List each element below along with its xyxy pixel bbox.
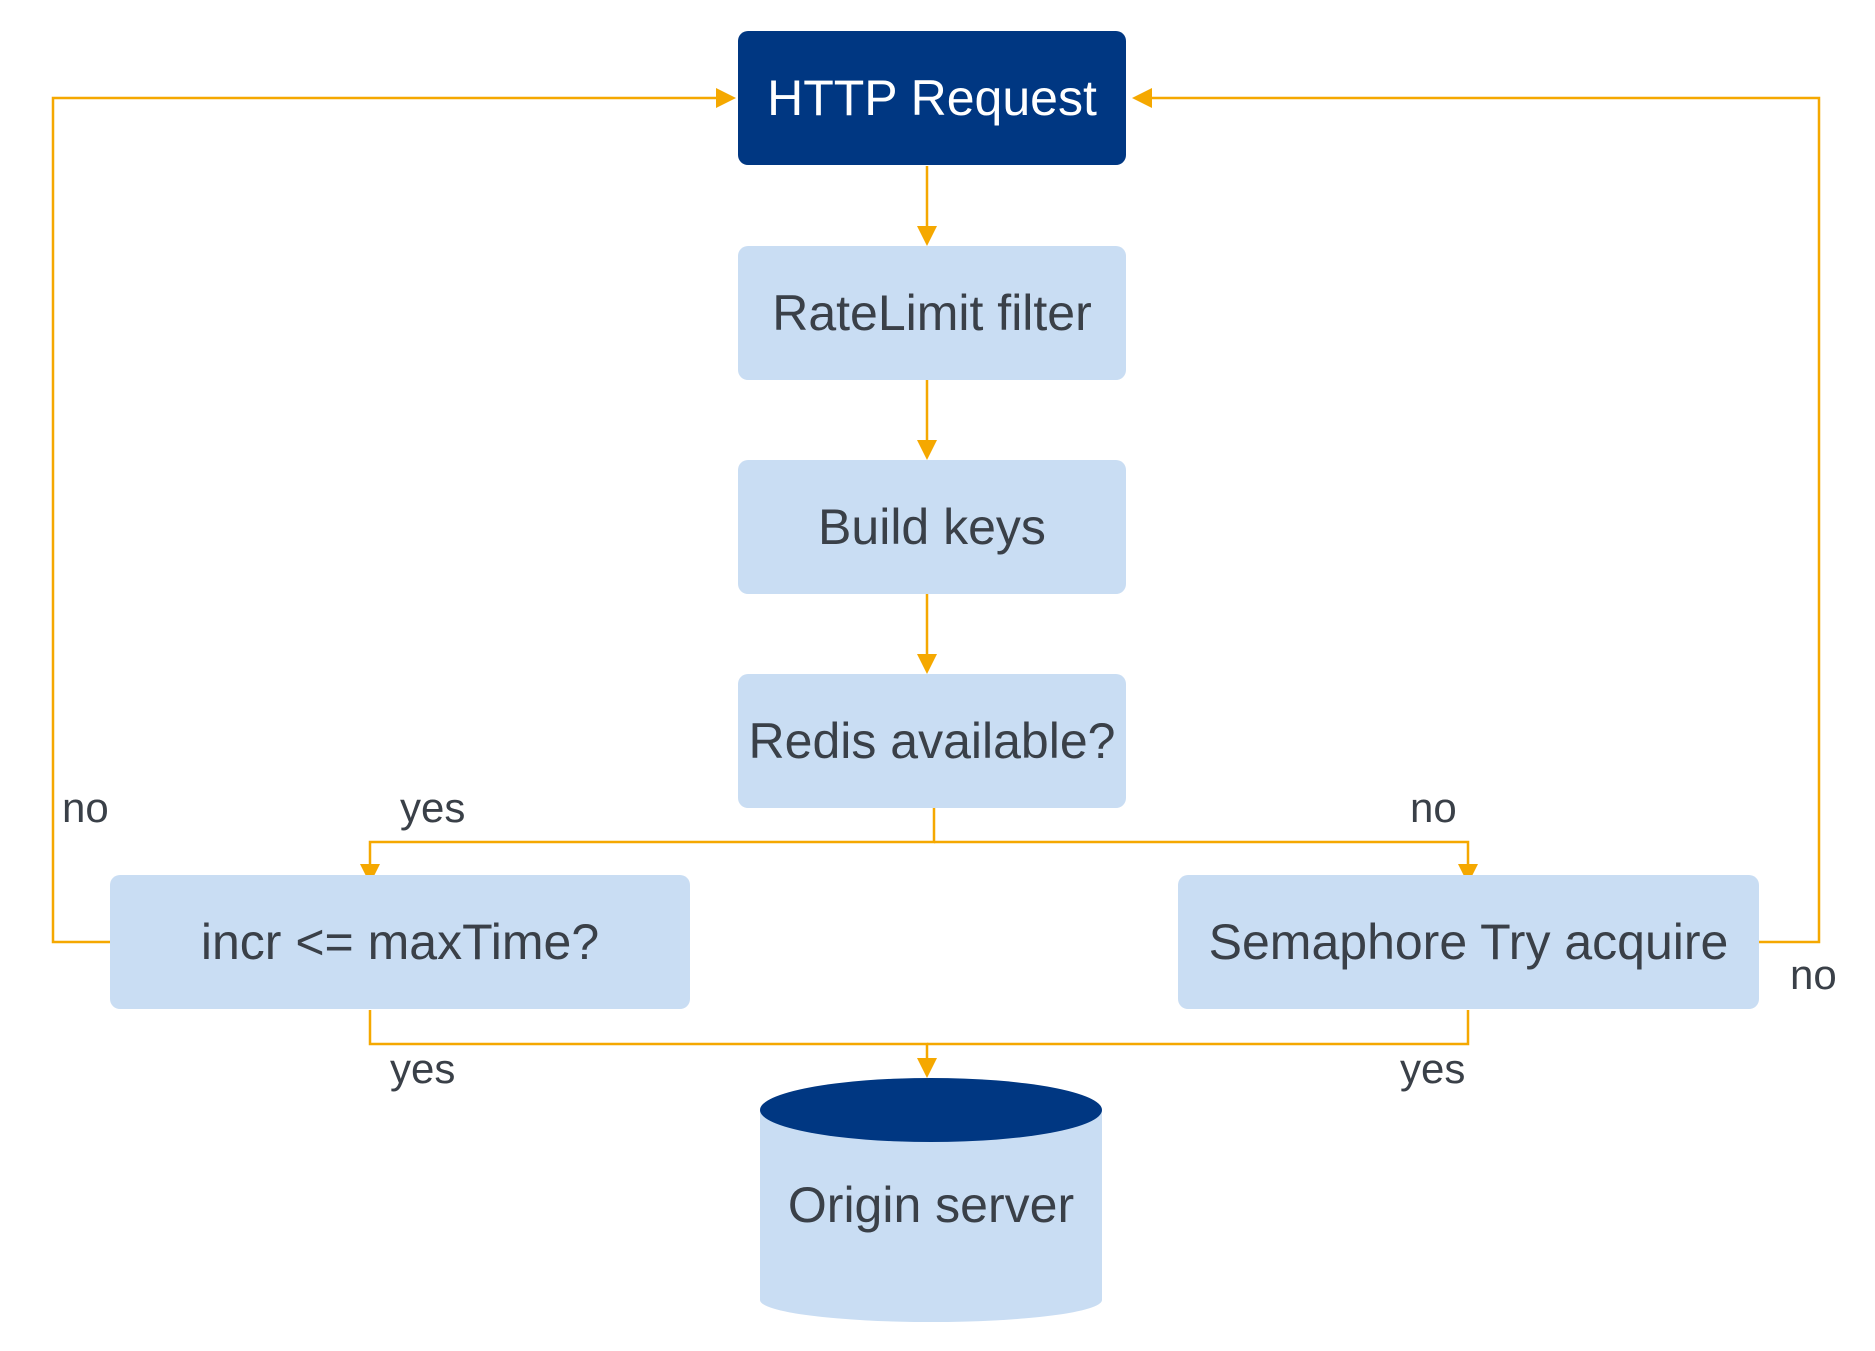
build-keys-node: Build keys	[738, 460, 1126, 594]
origin-server-cylinder	[760, 1078, 1102, 1322]
arrowhead-filter	[917, 226, 937, 246]
arrowhead-redis	[917, 654, 937, 674]
semaphore-node: Semaphore Try acquire	[1178, 875, 1759, 1009]
arrowhead-origin	[917, 1058, 937, 1078]
http-request-node: HTTP Request	[738, 31, 1126, 165]
arrow-semaphore-yes-branch	[927, 1010, 1470, 1046]
incr-check-label: incr <= maxTime?	[200, 914, 600, 970]
arrowhead-incr	[360, 864, 380, 884]
arrowhead-semaphore	[1458, 864, 1478, 884]
arrow-redis-no-branch	[934, 840, 1470, 870]
redis-no-label: no	[1410, 784, 1457, 831]
arrow-incr-no-loop	[51, 96, 722, 944]
redis-yes-label: yes	[400, 784, 466, 831]
redis-available-node: Redis available?	[738, 674, 1126, 808]
arrowhead-request-left	[716, 88, 736, 108]
origin-server-label: Origin server	[787, 1177, 1075, 1233]
ratelimit-filter-node: RateLimit filter	[738, 246, 1126, 380]
incr-check-node: incr <= maxTime?	[110, 875, 690, 1009]
http-request-label: HTTP Request	[767, 70, 1097, 126]
arrowhead-build-keys	[917, 440, 937, 460]
ratelimit-filter-label: RateLimit filter	[772, 285, 1092, 341]
incr-yes-label: yes	[390, 1045, 456, 1092]
arrow-incr-yes-branch	[368, 1010, 929, 1068]
incr-no-label: no	[62, 784, 109, 831]
semaphore-label: Semaphore Try acquire	[1208, 914, 1729, 970]
build-keys-label: Build keys	[818, 499, 1046, 555]
arrow-redis-yes-branch	[368, 808, 936, 870]
redis-available-label: Redis available?	[748, 713, 1116, 769]
arrowhead-request-right	[1132, 88, 1152, 108]
semaphore-yes-label: yes	[1400, 1045, 1466, 1092]
semaphore-no-label: no	[1790, 951, 1837, 998]
arrow-semaphore-no-loop	[1146, 96, 1821, 944]
